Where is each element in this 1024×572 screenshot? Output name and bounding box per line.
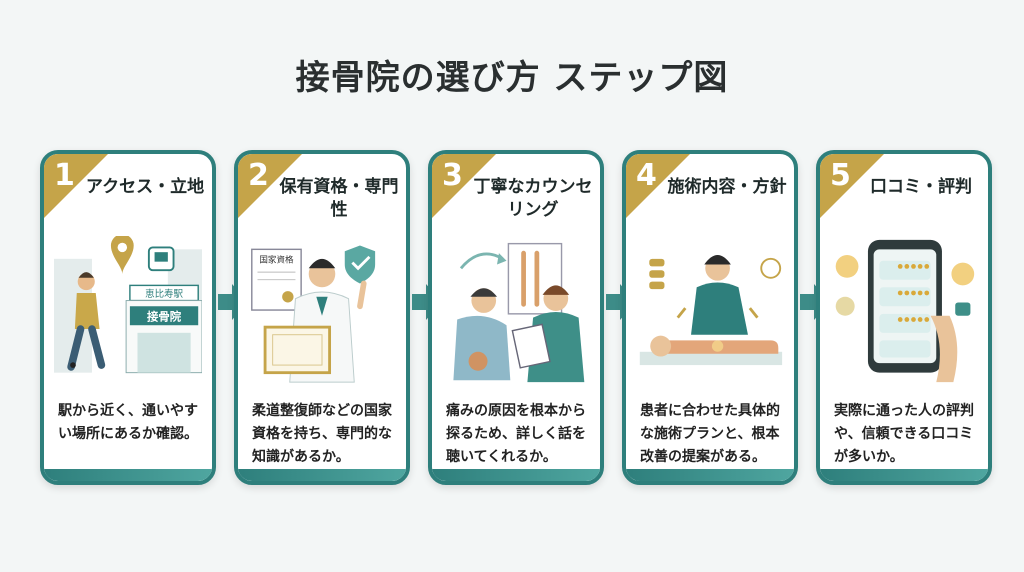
step-card-4: 4 施術内容・方針 患者に合わせた具体的な施術プランと、根本改善の提案がある。	[622, 150, 798, 485]
step-corner-badge	[432, 154, 496, 218]
arrow-right-icon	[218, 284, 248, 320]
step-number: 2	[248, 158, 269, 193]
step-description: 実際に通った人の評判や、信頼できる口コミが多いか。	[834, 403, 974, 466]
step-number: 4	[636, 158, 657, 193]
step-card-3: 3 丁寧なカウンセリング 痛みの原因を根本から探るため、詳しく話を聴いてくれるか…	[428, 150, 604, 485]
page-title: 接骨院の選び方 ステップ図	[295, 58, 729, 98]
arrow-right-icon	[412, 284, 442, 320]
step-corner-badge	[626, 154, 690, 218]
step-corner-badge	[44, 154, 108, 218]
step-card-1: 1 アクセス・立地 恵比寿駅 接骨院	[40, 150, 216, 485]
step-number: 3	[442, 158, 463, 193]
clinic-sign: 接骨院	[147, 309, 182, 323]
step-heading: アクセス・立地	[85, 177, 205, 197]
step-heading: 施術内容・方針	[667, 177, 787, 197]
step-description: 患者に合わせた具体的な施術プランと、根本改善の提案がある。	[640, 403, 780, 466]
reviews-illustration	[830, 236, 978, 386]
license-document-label: 国家資格	[259, 255, 294, 266]
station-sign: 恵比寿駅	[145, 288, 183, 300]
arrow-right-icon	[800, 284, 830, 320]
step-description: 駅から近く、通いやすい場所にあるか確認。	[58, 403, 198, 443]
step-corner-badge	[820, 154, 884, 218]
qualification-illustration: 国家資格	[248, 236, 396, 386]
step-description: 柔道整復師などの国家資格を持ち、専門的な知識があるか。	[252, 403, 392, 466]
access-illustration: 恵比寿駅 接骨院	[54, 234, 203, 386]
step-number: 5	[830, 158, 851, 193]
step-card-2: 2 保有資格・専門性 国家資格 柔道整復師などの国家資格を持ち、専門的な知識があ…	[234, 150, 410, 485]
step-heading: 口コミ・評判	[870, 177, 972, 197]
counseling-illustration	[442, 236, 590, 386]
step-number: 1	[54, 158, 75, 193]
step-card-5: 5 口コミ・評判	[816, 150, 992, 485]
steps-container: 1 アクセス・立地 恵比寿駅 接骨院	[40, 150, 992, 485]
step-heading: 保有資格・専門性	[279, 177, 399, 220]
step-corner-badge	[238, 154, 302, 218]
step-description: 痛みの原因を根本から探るため、詳しく話を聴いてくれるか。	[446, 403, 586, 466]
arrow-right-icon	[606, 284, 636, 320]
step-heading: 丁寧なカウンセリング	[473, 177, 593, 220]
treatment-illustration	[636, 236, 784, 386]
